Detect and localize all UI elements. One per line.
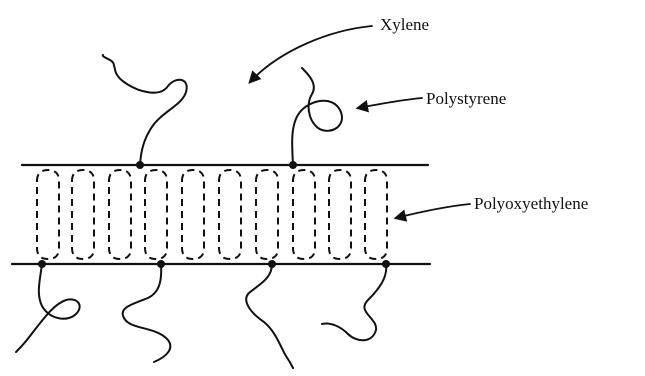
polyoxyethylene-loop: [145, 170, 167, 259]
anchor-dot: [157, 260, 165, 268]
polyoxyethylene-loop: [329, 170, 351, 259]
polystyrene-chain-bottom-3: [246, 264, 293, 368]
polystyrene-arrow: [358, 98, 422, 108]
polystyrene-chain-bottom-2: [123, 264, 171, 362]
xylene-label: Xylene: [380, 15, 429, 34]
xylene-arrow: [250, 26, 372, 82]
polyoxyethylene-loop: [182, 170, 204, 259]
anchor-dot: [268, 260, 276, 268]
polystyrene-chain-top-right: [292, 68, 342, 165]
polyoxyethylene-loop: [256, 170, 278, 259]
polyoxyethylene-loop: [365, 170, 387, 259]
polyoxyethylene-label: Polyoxyethylene: [474, 194, 588, 213]
polyoxyethylene-loop: [72, 170, 94, 259]
polystyrene-chain-bottom-4: [322, 264, 386, 340]
anchor-dot: [382, 260, 390, 268]
polyoxyethylene-loop: [293, 170, 315, 259]
polyoxyethylene-loop: [109, 170, 131, 259]
polystyrene-chain-bottom-1: [16, 264, 80, 352]
polyoxyethylene-arrow: [396, 204, 470, 218]
polystyrene-chain-top-left: [103, 55, 187, 165]
anchor-dot: [38, 260, 46, 268]
anchor-dot: [289, 161, 297, 169]
polyoxyethylene-loop: [219, 170, 241, 259]
polystyrene-label: Polystyrene: [426, 89, 506, 108]
polyoxyethylene-loop: [37, 170, 59, 259]
anchor-dot: [136, 161, 144, 169]
polyoxyethylene-loops: [37, 170, 387, 259]
